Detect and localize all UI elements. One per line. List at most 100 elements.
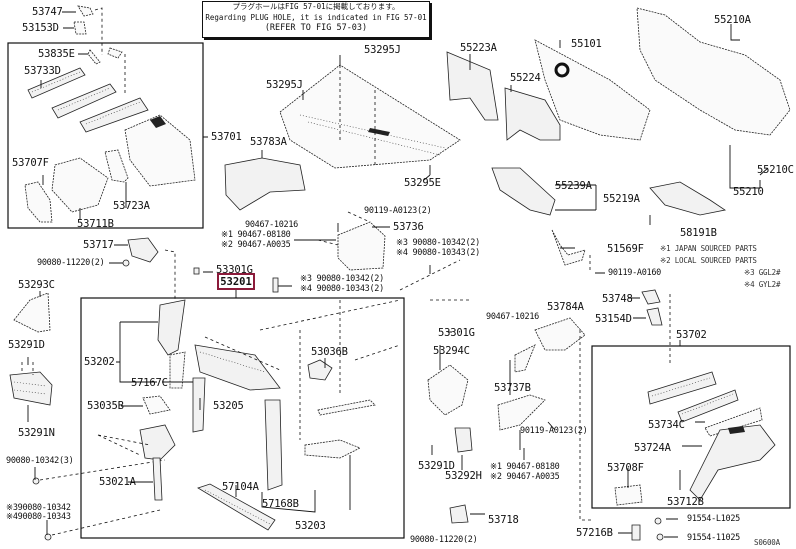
part-label-57104A[interactable]: 57104A bbox=[222, 481, 259, 493]
part-drawing-53154D bbox=[646, 307, 663, 326]
part-drawing-58191B bbox=[649, 181, 727, 216]
part-label-note1-left[interactable]: ※1 90467-08180 bbox=[221, 230, 291, 240]
part-label-53733D[interactable]: 53733D bbox=[24, 65, 61, 77]
part-label-90119-A0123-right[interactable]: 90119-A0123(2) bbox=[520, 426, 588, 436]
part-label-55224[interactable]: 55224 bbox=[510, 72, 541, 84]
part-drawing-51569F bbox=[551, 229, 591, 272]
part-label-53712B[interactable]: 53712B bbox=[667, 496, 704, 508]
part-label-53291D-left[interactable]: 53291D bbox=[8, 339, 45, 351]
part-label-90467-10216-right[interactable]: 90467-10216 bbox=[486, 312, 539, 322]
part-label-53295E[interactable]: 53295E bbox=[404, 177, 441, 189]
part-label-note1-right[interactable]: ※1 90467-08180 bbox=[490, 462, 560, 472]
part-label-90467-10216-left[interactable]: 90467-10216 bbox=[245, 220, 298, 230]
part-label-51569F[interactable]: 51569F bbox=[607, 243, 644, 255]
part-label-53784A[interactable]: 53784A bbox=[547, 301, 584, 313]
part-label-53292H[interactable]: 53292H bbox=[445, 470, 482, 482]
part-label-53707F[interactable]: 53707F bbox=[12, 157, 49, 169]
highlighted-part-53201[interactable]: 53201 bbox=[217, 273, 255, 290]
part-drawing-53153D bbox=[73, 21, 87, 35]
part-label-91554-11025[interactable]: 91554-11025 bbox=[687, 533, 740, 543]
part-label-53035B[interactable]: 53035B bbox=[87, 400, 124, 412]
part-label-55223A[interactable]: 55223A bbox=[460, 42, 497, 54]
part-label-53737B[interactable]: 53737B bbox=[494, 382, 531, 394]
part-label-53736[interactable]: 53736 bbox=[393, 221, 424, 233]
part-label-57168B[interactable]: 57168B bbox=[262, 498, 299, 510]
part-label-note3-mid[interactable]: ※3 90080-10342(2) bbox=[300, 274, 384, 284]
part-label-53295J-top[interactable]: 53295J bbox=[364, 44, 401, 56]
part-label-90119-A0123-top[interactable]: 90119-A0123(2) bbox=[364, 206, 432, 216]
part-label-55219A[interactable]: 55219A bbox=[603, 193, 640, 205]
part-label-53835E[interactable]: 53835E bbox=[38, 48, 75, 60]
part-drawing-55224 bbox=[504, 87, 561, 141]
part-label-53711B[interactable]: 53711B bbox=[77, 218, 114, 230]
figure-code: S0600A bbox=[754, 538, 780, 547]
part-label-53021A[interactable]: 53021A bbox=[99, 476, 136, 488]
part-label-53718[interactable]: 53718 bbox=[488, 514, 519, 526]
part-label-53708F[interactable]: 53708F bbox=[607, 462, 644, 474]
part-label-55210A[interactable]: 55210A bbox=[714, 14, 751, 26]
legend-note2: ※2 LOCAL SOURCED PARTS bbox=[660, 256, 757, 265]
part-drawing-53293C bbox=[13, 292, 51, 333]
bolt-53301G-top bbox=[193, 267, 200, 275]
part-label-55210[interactable]: 55210 bbox=[733, 186, 764, 198]
part-label-53154D[interactable]: 53154D bbox=[595, 313, 632, 325]
part-drawing-55210-main bbox=[636, 7, 791, 136]
part-drawing-53835E bbox=[87, 47, 126, 95]
part-drawing-53021A bbox=[97, 424, 176, 501]
part-drawing-53035B bbox=[142, 395, 171, 415]
part-label-53724A[interactable]: 53724A bbox=[634, 442, 671, 454]
part-drawing-53723A bbox=[104, 149, 129, 183]
part-drawing-53748 bbox=[641, 289, 671, 365]
part-label-57216B[interactable]: 57216B bbox=[576, 527, 613, 539]
part-drawing-53737B bbox=[497, 394, 546, 431]
part-label-53203[interactable]: 53203 bbox=[295, 520, 326, 532]
part-label-note4-left[interactable]: ※490080-10343 bbox=[6, 512, 71, 522]
part-label-53747[interactable]: 53747 bbox=[32, 6, 63, 18]
part-label-53783A[interactable]: 53783A bbox=[250, 136, 287, 148]
part-label-57167C[interactable]: 57167C bbox=[131, 377, 168, 389]
part-label-note4-upper[interactable]: ※4 90080-10343(2) bbox=[396, 248, 480, 258]
part-label-53293C[interactable]: 53293C bbox=[18, 279, 55, 291]
part-label-53748[interactable]: 53748 bbox=[602, 293, 633, 305]
part-label-53036B[interactable]: 53036B bbox=[311, 346, 348, 358]
part-label-53301G-left[interactable]: 53301G bbox=[216, 264, 253, 276]
bolt-90080-10342-mid bbox=[272, 277, 279, 293]
leader-lines bbox=[27, 11, 769, 538]
part-label-53701[interactable]: 53701 bbox=[211, 131, 242, 143]
part-drawing-57104A bbox=[197, 483, 276, 531]
part-label-53291D-right[interactable]: 53291D bbox=[418, 460, 455, 472]
part-label-53301G-right[interactable]: 53301G bbox=[438, 327, 475, 339]
part-drawing-57216B bbox=[631, 517, 664, 541]
part-label-53202[interactable]: 53202 bbox=[84, 356, 115, 368]
part-label-90119-A0160[interactable]: 90119-A0160 bbox=[608, 268, 661, 278]
legend-note3: ※3 GGL2# bbox=[744, 268, 781, 277]
notice-line-refer: (REFER TO FIG 57-03) bbox=[264, 23, 368, 33]
notice-box: プラグホールはFIG 57-01に掲載しております。 Regarding PLU… bbox=[202, 1, 430, 38]
part-label-53295J-left[interactable]: 53295J bbox=[266, 79, 303, 91]
part-drawing-53202 bbox=[157, 299, 186, 389]
part-label-53153D[interactable]: 53153D bbox=[22, 22, 59, 34]
part-label-53291N[interactable]: 53291N bbox=[18, 427, 55, 439]
legend-note4: ※4 GYL2# bbox=[744, 280, 781, 289]
part-label-53734C[interactable]: 53734C bbox=[648, 419, 685, 431]
part-label-note3-left[interactable]: ※390080-10342 bbox=[6, 503, 71, 513]
part-label-55101[interactable]: 55101 bbox=[571, 38, 602, 50]
part-label-note2-left[interactable]: ※2 90467-A0035 bbox=[221, 240, 291, 250]
part-label-note2-right[interactable]: ※2 90467-A0035 bbox=[490, 472, 560, 482]
part-label-53205[interactable]: 53205 bbox=[213, 400, 244, 412]
part-label-53723A[interactable]: 53723A bbox=[113, 200, 150, 212]
part-label-53294C[interactable]: 53294C bbox=[433, 345, 470, 357]
part-label-53702[interactable]: 53702 bbox=[676, 329, 707, 341]
part-label-note4-mid[interactable]: ※4 90080-10343(2) bbox=[300, 284, 384, 294]
part-label-91554-L1025[interactable]: 91554-L1025 bbox=[687, 514, 740, 524]
part-label-53717[interactable]: 53717 bbox=[83, 239, 114, 251]
part-label-90080-10342-3[interactable]: 90080-10342(3) bbox=[6, 456, 74, 466]
part-label-90080-11220-right[interactable]: 90080-11220(2) bbox=[410, 535, 478, 545]
part-label-note3-upper[interactable]: ※3 90080-10342(2) bbox=[396, 238, 480, 248]
part-label-55210C[interactable]: 55210C bbox=[757, 164, 794, 176]
part-label-55239A[interactable]: 55239A bbox=[555, 180, 592, 192]
part-drawing-53784A bbox=[514, 317, 586, 373]
part-label-58191B[interactable]: 58191B bbox=[680, 227, 717, 239]
part-label-90080-11220-left[interactable]: 90080-11220(2) bbox=[37, 258, 105, 268]
